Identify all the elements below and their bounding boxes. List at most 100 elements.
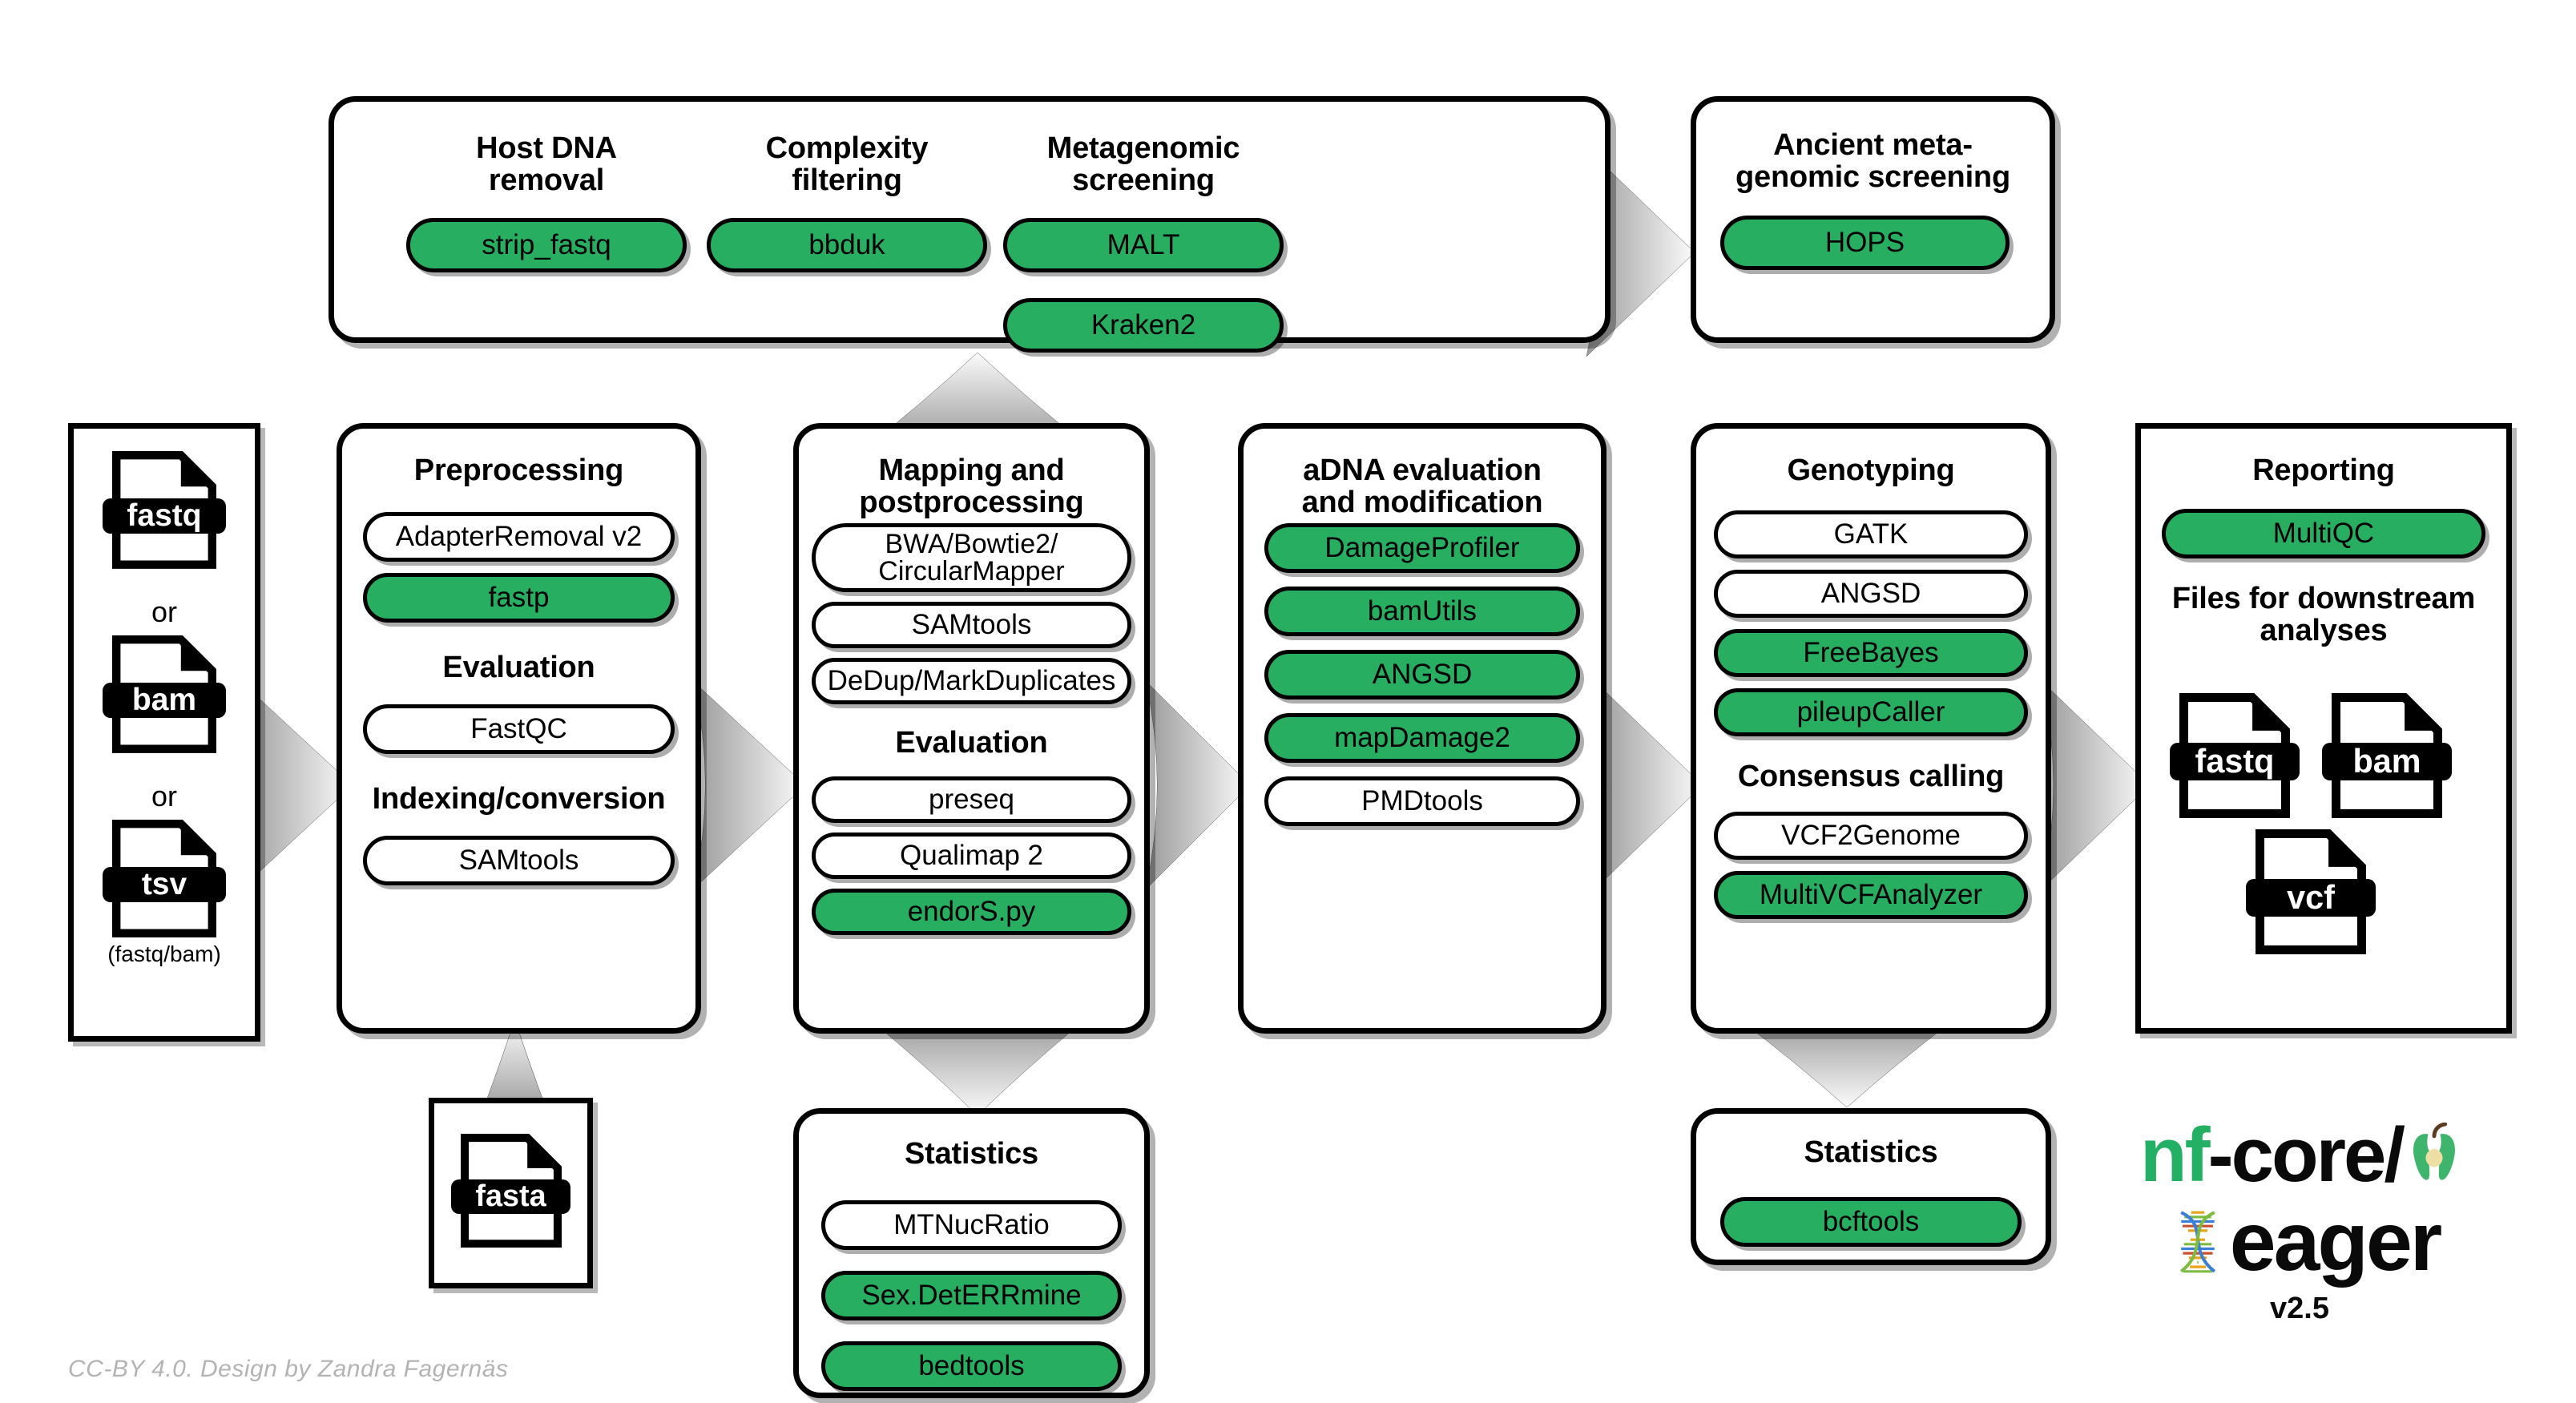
file-icon-tsv: tsv <box>103 820 226 937</box>
tool-label: MTNucRatio <box>893 1208 1050 1240</box>
tool-label: bcftools <box>1822 1205 1920 1237</box>
tool-label: HOPS <box>1824 226 1905 258</box>
tool-label: AdapterRemoval v2 <box>395 520 643 552</box>
section-heading-preprocessing-1: Evaluation <box>442 651 595 684</box>
tool-label: DeDup/MarkDuplicates <box>827 664 1116 696</box>
file-icon-fasta: fasta <box>451 1134 570 1248</box>
file-label-band: fasta <box>451 1179 570 1214</box>
file-label-band: vcf <box>2245 879 2376 917</box>
tool-pill-preprocessing-2-0[interactable]: SAMtools <box>363 836 675 885</box>
tool-pill-mapping-1-0[interactable]: preseq <box>812 776 1131 823</box>
section-heading-genotyping-1: Consensus calling <box>1737 760 2005 793</box>
tool-pill-Complexity-filtering-0[interactable]: bbduk <box>707 218 987 272</box>
file-icon-out-vcf: vcf <box>2245 829 2376 954</box>
logo-row-bottom: eager <box>2091 1197 2508 1287</box>
tool-label: MultiVCFAnalyzer <box>1759 878 1983 910</box>
arrow-adna-to-genotyping <box>1594 681 1703 889</box>
or-label-2: or <box>151 780 177 812</box>
tool-label: PMDtools <box>1361 784 1483 816</box>
tool-pill-hops[interactable]: HOPS <box>1720 216 2010 270</box>
credit-text: CC-BY 4.0. Design by Zandra Fagernäs <box>68 1356 509 1382</box>
input-format-note: (fastq/bam) <box>107 941 221 966</box>
ancient-screening-heading: Ancient meta-genomic screening <box>1735 128 2010 195</box>
arrow-preprocessing-to-mapping <box>693 681 805 889</box>
column-heading-preprocessing: Preprocessing <box>413 454 624 487</box>
tool-pill-adna-0-3[interactable]: mapDamage2 <box>1264 713 1580 763</box>
tool-pill-genotyping-0-2[interactable]: FreeBayes <box>1714 629 2028 677</box>
tool-label: strip_fastq <box>482 228 611 260</box>
tool-label: VCF2Genome <box>1781 819 1961 851</box>
file-label-band: bam <box>2321 743 2453 781</box>
tool-pill-genotyping-1-1[interactable]: MultiVCFAnalyzer <box>1714 871 2028 919</box>
file-label-band: fastq <box>2169 743 2300 781</box>
tool-pill-adna-0-0[interactable]: DamageProfiler <box>1264 523 1580 573</box>
tool-pill-genotyping-0-1[interactable]: ANGSD <box>1714 570 2028 618</box>
section-heading-preprocessing-2: Indexing/conversion <box>372 782 666 816</box>
tool-label: SAMtools <box>458 844 579 876</box>
tool-label: BWA/Bowtie2/CircularMapper <box>878 529 1065 587</box>
tool-label: fastp <box>488 581 550 613</box>
logo-core-text: -core/ <box>2207 1112 2405 1199</box>
statistics-mapping-heading: Statistics <box>905 1137 1038 1171</box>
file-label-band: fastq <box>103 498 226 534</box>
tool-pill-genotyping-0-0[interactable]: GATK <box>1714 510 2028 558</box>
logo-eager-text: eager <box>2229 1195 2443 1288</box>
tool-pill-bcftools[interactable]: bcftools <box>1720 1197 2022 1247</box>
file-label-band: bam <box>103 682 226 718</box>
tool-pill-adna-0-2[interactable]: ANGSD <box>1264 650 1580 699</box>
tool-pill-preprocessing-0-1[interactable]: fastp <box>363 573 675 623</box>
file-icon-out-fastq: fastq <box>2169 693 2300 818</box>
tool-pill-genotyping-1-0[interactable]: VCF2Genome <box>1714 812 2028 860</box>
tool-pill-Metagenomic-screening-1[interactable]: Kraken2 <box>1003 298 1284 353</box>
dna-helix-icon <box>2159 1203 2236 1280</box>
tool-pill-stats-map-0[interactable]: MTNucRatio <box>821 1200 1122 1250</box>
tool-label: MALT <box>1107 228 1180 260</box>
arrow-mapping-to-adna <box>1146 681 1250 889</box>
logo-row-top: nf-core/ <box>2091 1114 2508 1197</box>
tool-pill-Host DNA-removal-0[interactable]: strip_fastq <box>406 218 687 272</box>
tool-label: FastQC <box>470 712 567 744</box>
column-heading-reporting: Reporting <box>2252 454 2395 487</box>
tool-pill-stats-map-2[interactable]: bedtools <box>821 1341 1122 1391</box>
arrow-genotyping-to-reporting <box>2042 681 2150 889</box>
tool-pill-mapping-0-2[interactable]: DeDup/MarkDuplicates <box>812 658 1131 704</box>
column-heading-genotyping: Genotyping <box>1787 454 1955 487</box>
tool-pill-mapping-0-0[interactable]: BWA/Bowtie2/CircularMapper <box>812 523 1131 592</box>
tool-pill-adna-0-4[interactable]: PMDtools <box>1264 776 1580 826</box>
input-files-panel: fastq or bam or tsv (fastq/bam) <box>68 423 260 1042</box>
file-label-band: tsv <box>103 866 226 902</box>
file-icon-fastq: fastq <box>103 451 226 569</box>
tool-pill-mapping-1-2[interactable]: endorS.py <box>812 889 1131 935</box>
tool-pill-genotyping-0-3[interactable]: pileupCaller <box>1714 688 2028 736</box>
tool-label: SAMtools <box>911 608 1032 640</box>
tool-label: pileupCaller <box>1796 695 1945 728</box>
tool-pill-mapping-1-1[interactable]: Qualimap 2 <box>812 833 1131 879</box>
or-label-1: or <box>151 595 177 628</box>
tool-label: mapDamage2 <box>1334 721 1510 753</box>
tool-label: Qualimap 2 <box>900 839 1043 871</box>
tool-label: FreeBayes <box>1803 636 1939 668</box>
tool-pill-adna-0-1[interactable]: bamUtils <box>1264 587 1580 636</box>
tool-pill-mapping-0-1[interactable]: SAMtools <box>812 602 1131 648</box>
tool-label: Sex.DetERRmine <box>861 1279 1082 1311</box>
tool-label: bedtools <box>918 1349 1025 1381</box>
tool-pill-multiqc[interactable]: MultiQC <box>2162 509 2485 558</box>
tool-pill-Metagenomic-screening-0[interactable]: MALT <box>1003 218 1284 272</box>
tool-label: DamageProfiler <box>1324 531 1520 563</box>
tool-pill-preprocessing-0-0[interactable]: AdapterRemoval v2 <box>363 512 675 562</box>
tool-pill-stats-map-1[interactable]: Sex.DetERRmine <box>821 1271 1122 1320</box>
tool-pill-preprocessing-1-0[interactable]: FastQC <box>363 704 675 754</box>
